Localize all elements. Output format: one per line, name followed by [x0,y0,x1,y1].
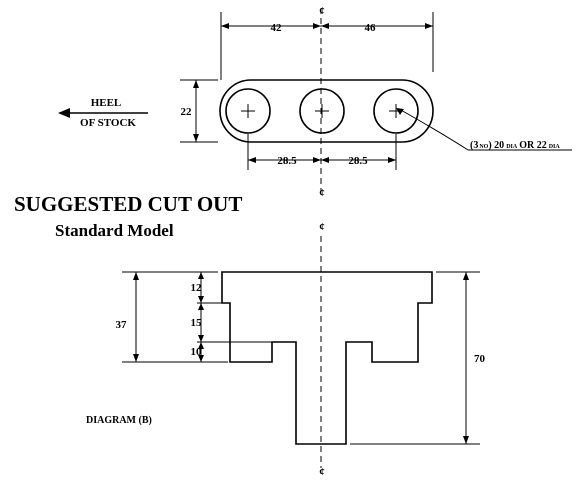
centerline-symbol: ¢ [319,221,325,233]
hole-left [225,88,271,134]
centerline-symbol: ¢ [319,5,325,17]
arrowhead [133,354,139,362]
arrowhead [193,80,199,88]
slot-outline [219,79,434,143]
arrowhead [248,157,256,163]
heel-of-stock-label: OF STOCK [80,117,136,129]
centerline-symbol: ¢ [319,466,325,478]
dimension-12: 12 [191,282,203,294]
arrowhead [388,157,396,163]
heel-label: HEEL [91,97,122,109]
dimension-28-5-left: 28.5 [277,155,297,167]
dimension-10: 10 [191,346,203,358]
arrowhead [463,272,469,280]
dimension-46: 46 [365,22,377,34]
arrowhead [198,272,204,279]
heel-arrowhead [58,108,70,118]
arrowhead [313,23,321,29]
subtitle-standard-model: Standard Model [55,221,174,240]
arrowhead [133,272,139,280]
arrowhead [198,335,204,342]
hole-circle [299,88,345,134]
arrowhead [313,157,321,163]
top-view: 42 46 ¢ ¢ 22 [58,5,572,199]
hole-middle [299,88,345,134]
heel-of-stock-arrow: HEEL OF STOCK [58,97,148,129]
arrowhead [198,296,204,303]
arrowhead [463,436,469,444]
dimension-70: 70 [474,353,486,365]
hole-right [373,88,419,134]
arrowhead [198,342,204,349]
diagram-caption: DIAGRAM (B) [86,415,152,426]
dimension-15: 15 [191,317,203,329]
dimension-22: 22 [181,106,193,118]
arrowhead [321,157,329,163]
dimension-37: 37 [116,319,128,331]
arrowhead [198,303,204,310]
arrowhead [321,23,329,29]
dimension-42: 42 [271,22,283,34]
arrowhead [221,23,229,29]
arrowhead [193,134,199,142]
hole-circle [225,88,271,134]
title-suggested-cut-out: SUGGESTED CUT OUT [14,192,242,216]
arrowhead [198,355,204,362]
hole-circle [373,88,419,134]
dimension-28-5-right: 28.5 [348,155,368,167]
hole-note-leader [398,108,469,151]
centerline-symbol: ¢ [319,187,325,199]
arrowhead [425,23,433,29]
side-view: ¢ ¢ 37 12 15 10 70 [116,221,486,478]
leader-arrowhead [396,108,404,115]
cut-out-profile [221,271,433,445]
